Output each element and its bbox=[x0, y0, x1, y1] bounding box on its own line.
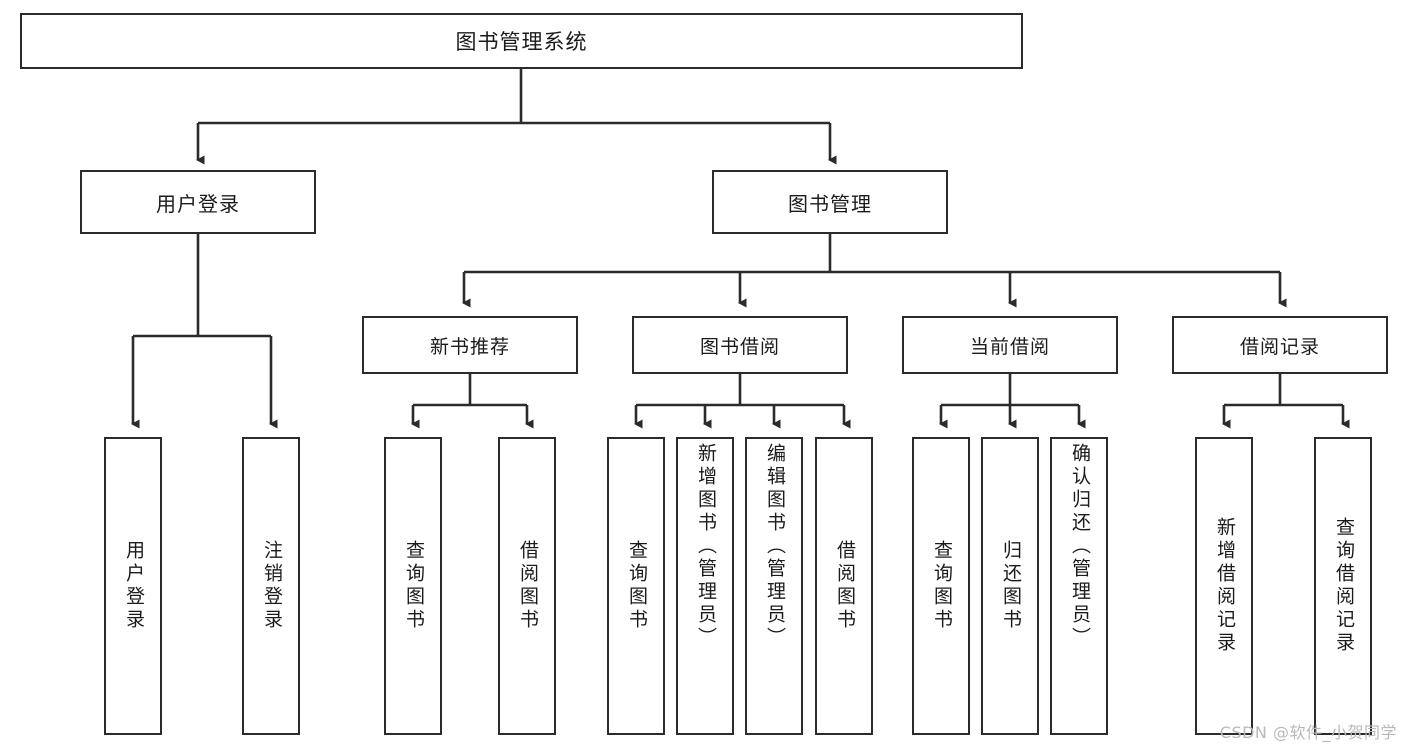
node-root-label: 图书管理系统 bbox=[455, 30, 588, 54]
leaf-borrow-edit-book-label: 编辑图书（管理员） bbox=[763, 443, 786, 650]
leaf-borrow-edit-book[interactable]: 编辑图书（管理员） bbox=[745, 437, 803, 735]
records-to-leaves-connectors bbox=[1222, 374, 1350, 429]
root-to-level1-connectors bbox=[196, 69, 837, 165]
borrow-to-leaves-connectors bbox=[634, 374, 851, 429]
node-book-borrow[interactable]: 图书借阅 bbox=[632, 316, 848, 374]
node-borrow-records[interactable]: 借阅记录 bbox=[1172, 316, 1388, 374]
leaf-current-confirm-return[interactable]: 确认归还（管理员） bbox=[1050, 437, 1108, 735]
csdn-watermark: CSDN @软件_小贺同学 bbox=[1219, 723, 1397, 742]
leaf-new-book-query[interactable]: 查询图书 bbox=[384, 437, 442, 735]
leaf-new-book-borrow-label: 借阅图书 bbox=[516, 540, 539, 632]
user-login-to-leaves-connectors bbox=[131, 233, 278, 429]
leaf-records-query-label: 查询借阅记录 bbox=[1332, 517, 1355, 655]
leaf-current-return-book[interactable]: 归还图书 bbox=[981, 437, 1039, 735]
leaf-user-logout-label: 注销登录 bbox=[260, 540, 283, 632]
leaf-records-add-label: 新增借阅记录 bbox=[1213, 517, 1236, 655]
leaf-borrow-add-book-label: 新增图书（管理员） bbox=[694, 443, 717, 650]
leaf-new-book-query-label: 查询图书 bbox=[402, 540, 425, 632]
leaf-records-add[interactable]: 新增借阅记录 bbox=[1195, 437, 1253, 735]
node-current-borrow[interactable]: 当前借阅 bbox=[902, 316, 1118, 374]
leaf-borrow-query-book-label: 查询图书 bbox=[625, 540, 648, 632]
book-management-to-level2-connectors bbox=[462, 234, 1287, 308]
leaf-current-return-book-label: 归还图书 bbox=[999, 540, 1022, 632]
node-borrow-records-label: 借阅记录 bbox=[1239, 335, 1320, 358]
leaf-user-login-label: 用户登录 bbox=[122, 540, 145, 632]
new-book-to-leaves-connectors bbox=[411, 374, 534, 429]
leaf-records-query[interactable]: 查询借阅记录 bbox=[1314, 437, 1372, 735]
leaf-borrow-borrow-book[interactable]: 借阅图书 bbox=[815, 437, 873, 735]
node-book-management[interactable]: 图书管理 bbox=[712, 170, 948, 234]
node-root-book-management-system[interactable]: 图书管理系统 bbox=[20, 13, 1023, 69]
leaf-borrow-borrow-book-label: 借阅图书 bbox=[833, 540, 856, 632]
leaf-current-query-book[interactable]: 查询图书 bbox=[912, 437, 970, 735]
current-to-leaves-connectors bbox=[939, 374, 1086, 429]
node-current-borrow-label: 当前借阅 bbox=[969, 335, 1050, 358]
node-book-borrow-label: 图书借阅 bbox=[699, 335, 780, 358]
node-user-login[interactable]: 用户登录 bbox=[80, 170, 316, 234]
node-new-book-recommendation-label: 新书推荐 bbox=[429, 335, 510, 358]
leaf-current-confirm-return-label: 确认归还（管理员） bbox=[1068, 443, 1091, 650]
node-new-book-recommendation[interactable]: 新书推荐 bbox=[362, 316, 578, 374]
node-user-login-label: 用户登录 bbox=[156, 191, 240, 216]
leaf-borrow-add-book[interactable]: 新增图书（管理员） bbox=[676, 437, 734, 735]
node-book-management-label: 图书管理 bbox=[788, 191, 872, 216]
leaf-new-book-borrow[interactable]: 借阅图书 bbox=[498, 437, 556, 735]
leaf-borrow-query-book[interactable]: 查询图书 bbox=[607, 437, 665, 735]
leaf-user-logout[interactable]: 注销登录 bbox=[242, 437, 300, 735]
leaf-user-login[interactable]: 用户登录 bbox=[104, 437, 162, 735]
leaf-current-query-book-label: 查询图书 bbox=[930, 540, 953, 632]
